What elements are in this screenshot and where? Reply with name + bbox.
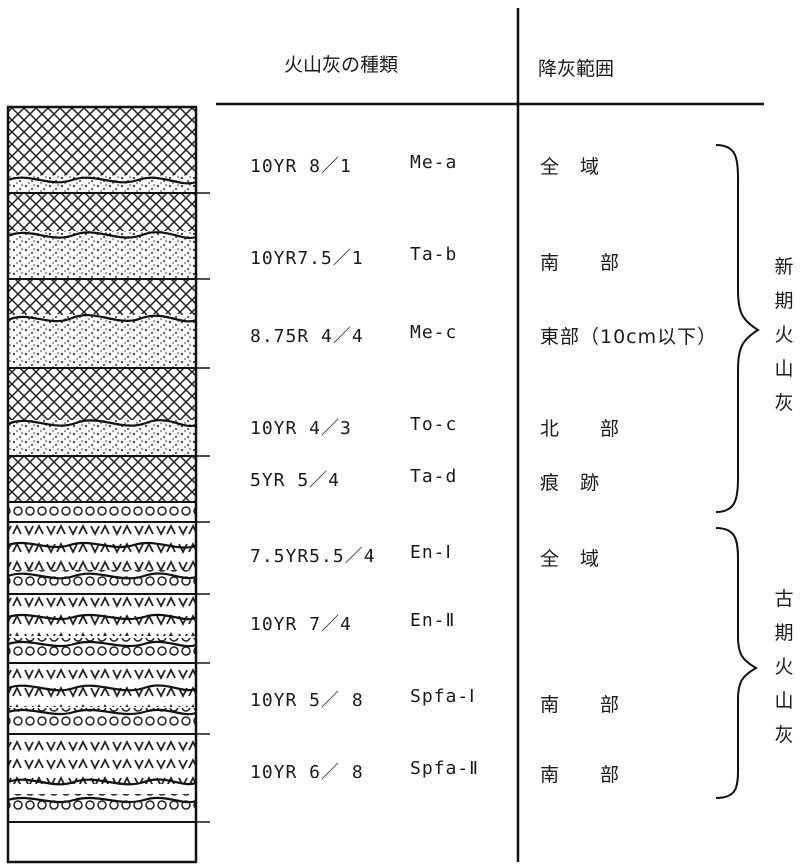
header-type: 火山灰の種類 [284,54,399,76]
row-range: 南 部 [540,694,621,716]
row-range: 痕 跡 [540,472,601,494]
row-code: Ta-d [410,466,458,487]
header-range: 降灰範囲 [538,58,615,80]
row-color: 8.75R 4／4 [250,326,364,347]
strata-column [6,105,198,864]
row-range: 南 部 [540,252,621,274]
row-range: 北 部 [540,418,621,440]
row-color: 10YR 4／3 [250,418,352,439]
group-label-new: 新期火山灰 [774,256,794,414]
row-color: 5YR 5／4 [250,470,341,491]
row-code: Spfa-Ⅱ [410,758,480,779]
row-color: 10YR 5／ 8 [250,690,364,711]
row-range: 全 域 [540,156,601,178]
row-code: Ta-b [410,244,458,265]
group-label-old: 古期火山灰 [774,588,794,746]
row-code: En-Ⅰ [410,542,452,563]
row-color: 10YR 8／1 [250,156,352,177]
row-range: 南 部 [540,764,621,786]
row-range: 全 域 [540,548,601,570]
row-range: 東部（10cm以下） [540,326,718,348]
row-code: Me-a [410,152,458,173]
brace-old [715,527,759,799]
row-code: To-c [410,414,458,435]
brace-new [715,144,760,513]
row-code: Spfa-Ⅰ [410,686,476,707]
row-code: Me-c [410,322,458,343]
row-color: 10YR 6／ 8 [250,762,364,783]
layer-ticks [196,192,210,823]
row-color: 7.5YR5.5／4 [250,546,376,567]
row-color: 10YR 7／4 [250,614,352,635]
row-color: 10YR7.5／1 [250,248,364,269]
row-code: En-Ⅱ [410,610,456,631]
